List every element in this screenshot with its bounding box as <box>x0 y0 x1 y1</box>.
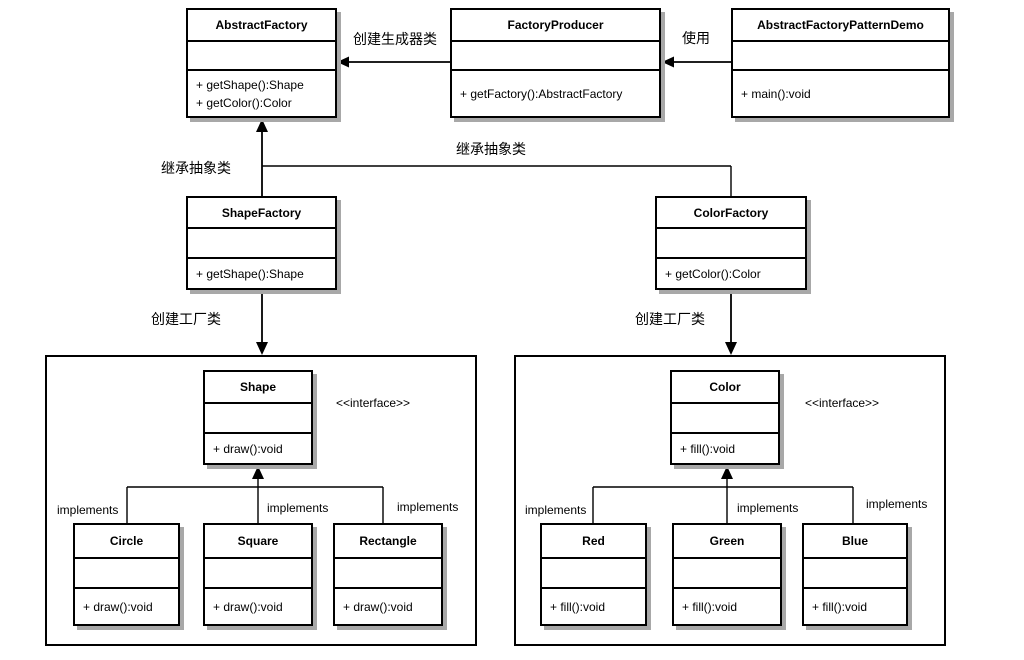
label-create-factory-right: 创建工厂类 <box>635 311 705 327</box>
class-methods: + draw():void <box>205 434 311 463</box>
arrow-shapefactory-creates-shapes <box>256 290 268 355</box>
class-title: Green <box>674 525 780 559</box>
class-color-factory: ColorFactory + getColor():Color <box>655 196 807 290</box>
arrow-producer-creates-abstractfactory <box>337 56 450 68</box>
class-factory-producer: FactoryProducer + getFactory():AbstractF… <box>450 8 661 118</box>
label-implements-blue: implements <box>866 497 928 511</box>
method: + fill():void <box>682 599 738 614</box>
arrow-colorfactory-creates-colors <box>725 290 737 355</box>
method: + main():void <box>741 86 811 101</box>
label-implements-green: implements <box>737 501 799 515</box>
class-methods: + draw():void <box>335 589 441 624</box>
class-title: Rectangle <box>335 525 441 559</box>
class-title: Square <box>205 525 311 559</box>
class-title: ColorFactory <box>657 198 805 229</box>
interface-shape: Shape + draw():void <box>203 370 313 465</box>
method: + draw():void <box>213 441 283 456</box>
method: + draw():void <box>83 599 153 614</box>
class-title: Red <box>542 525 645 559</box>
class-methods: + getColor():Color <box>657 259 805 288</box>
class-square: Square + draw():void <box>203 523 313 626</box>
class-attributes <box>205 404 311 434</box>
class-abstract-factory-pattern-demo: AbstractFactoryPatternDemo + main():void <box>731 8 950 118</box>
class-attributes <box>733 42 948 71</box>
label-implements-red: implements <box>525 503 587 517</box>
class-circle: Circle + draw():void <box>73 523 180 626</box>
class-attributes <box>205 559 311 589</box>
class-methods: + fill():void <box>542 589 645 624</box>
class-attributes <box>657 229 805 259</box>
class-attributes <box>542 559 645 589</box>
label-extends-abstract-left: 继承抽象类 <box>161 160 231 176</box>
class-title: Blue <box>804 525 906 559</box>
class-rectangle: Rectangle + draw():void <box>333 523 443 626</box>
class-title: Shape <box>205 372 311 404</box>
class-title: ShapeFactory <box>188 198 335 229</box>
class-title: FactoryProducer <box>452 10 659 42</box>
method: + fill():void <box>812 599 868 614</box>
class-abstract-factory: AbstractFactory + getShape():Shape + get… <box>186 8 337 118</box>
label-implements-square: implements <box>267 501 329 515</box>
method: + getColor():Color <box>665 266 761 281</box>
class-methods: + fill():void <box>672 434 778 463</box>
method: + getFactory():AbstractFactory <box>460 86 623 101</box>
class-blue: Blue + fill():void <box>802 523 908 626</box>
class-shape-factory: ShapeFactory + getShape():Shape <box>186 196 337 290</box>
label-implements-rectangle: implements <box>397 500 459 514</box>
class-attributes <box>335 559 441 589</box>
method: + getColor():Color <box>196 95 292 110</box>
package-container-shapes <box>45 355 477 646</box>
method: + draw():void <box>343 599 413 614</box>
interface-color: Color + fill():void <box>670 370 780 465</box>
class-attributes <box>804 559 906 589</box>
class-methods: + getShape():Shape + getColor():Color <box>188 71 335 116</box>
class-title: Color <box>672 372 778 404</box>
class-methods: + fill():void <box>674 589 780 624</box>
label-interface-stereotype-color: <<interface>> <box>805 396 880 410</box>
class-green: Green + fill():void <box>672 523 782 626</box>
class-title: AbstractFactoryPatternDemo <box>733 10 948 42</box>
class-attributes <box>674 559 780 589</box>
label-create-factory-left: 创建工厂类 <box>151 311 221 327</box>
method: + fill():void <box>680 441 736 456</box>
class-title: Circle <box>75 525 178 559</box>
class-attributes <box>672 404 778 434</box>
label-use: 使用 <box>682 30 710 46</box>
class-attributes <box>188 42 335 71</box>
package-container-colors <box>514 355 946 646</box>
label-extends-abstract-right: 继承抽象类 <box>456 141 526 157</box>
method: + fill():void <box>550 599 606 614</box>
arrow-demo-uses-producer <box>662 56 731 68</box>
label-implements-circle: implements <box>57 503 119 517</box>
class-red: Red + fill():void <box>540 523 647 626</box>
label-interface-stereotype-shape: <<interface>> <box>336 396 411 410</box>
class-methods: + fill():void <box>804 589 906 624</box>
class-methods: + draw():void <box>75 589 178 624</box>
class-methods: + getFactory():AbstractFactory <box>452 71 659 116</box>
class-attributes <box>452 42 659 71</box>
class-title: AbstractFactory <box>188 10 335 42</box>
class-attributes <box>75 559 178 589</box>
method: + draw():void <box>213 599 283 614</box>
label-create-builder: 创建生成器类 <box>353 31 437 47</box>
class-methods: + draw():void <box>205 589 311 624</box>
class-methods: + main():void <box>733 71 948 116</box>
class-methods: + getShape():Shape <box>188 259 335 288</box>
method: + getShape():Shape <box>196 266 304 281</box>
class-attributes <box>188 229 335 259</box>
method: + getShape():Shape <box>196 77 304 92</box>
